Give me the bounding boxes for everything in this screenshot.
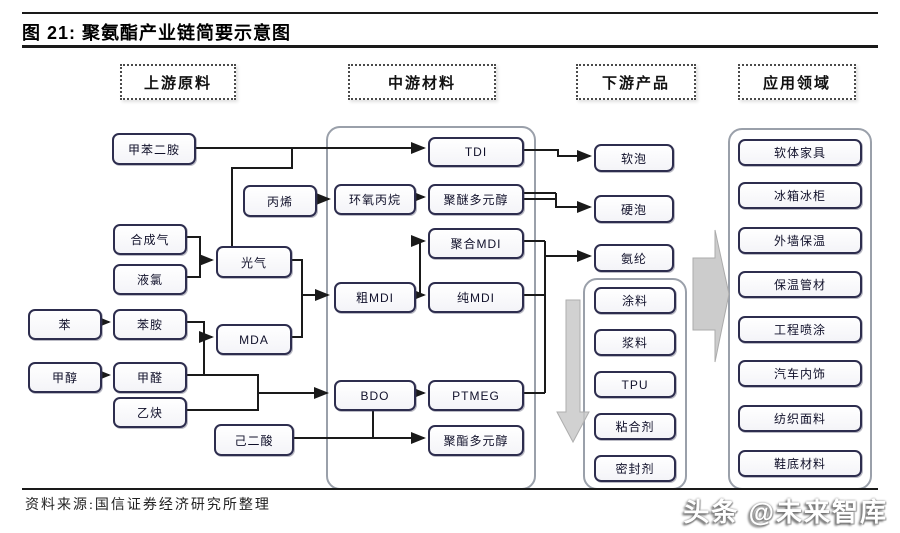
node-shoe-sole: 鞋底材料 xyxy=(738,450,862,477)
node-ptmeg: PTMEG xyxy=(428,380,524,411)
node-formaldehyde: 甲醛 xyxy=(113,362,187,393)
node-mda: MDA xyxy=(216,324,292,355)
gray-down-arrow xyxy=(556,299,590,444)
gray-right-arrow xyxy=(692,229,730,363)
node-spray-coating: 工程喷涂 xyxy=(738,316,862,343)
node-fridge-freezer: 冰箱冰柜 xyxy=(738,182,862,209)
node-tpu: TPU xyxy=(594,371,676,398)
column-header-applications: 应用领域 xyxy=(738,64,856,100)
node-polyether-polyol: 聚醚多元醇 xyxy=(428,184,524,215)
title-underline xyxy=(22,45,878,48)
column-header-downstream: 下游产品 xyxy=(576,64,696,100)
node-adipic-acid: 己二酸 xyxy=(214,424,294,456)
node-auto-interior: 汽车内饰 xyxy=(738,360,862,387)
node-coatings: 涂料 xyxy=(594,287,676,314)
node-polymeric-mdi: 聚合MDI xyxy=(428,228,524,259)
node-adhesive: 粘合剂 xyxy=(594,413,676,440)
node-spandex: 氨纶 xyxy=(594,244,674,272)
node-bdo: BDO xyxy=(334,380,416,411)
node-textile-fabric: 纺织面料 xyxy=(738,405,862,432)
column-header-upstream: 上游原料 xyxy=(120,64,236,100)
node-acetylene: 乙炔 xyxy=(113,397,187,428)
node-soft-furniture: 软体家具 xyxy=(738,139,862,166)
node-methanol: 甲醇 xyxy=(28,362,102,393)
node-toluene-diamine: 甲苯二胺 xyxy=(112,133,196,165)
node-rigid-foam: 硬泡 xyxy=(594,195,674,223)
column-header-midstream: 中游材料 xyxy=(348,64,496,100)
node-polyester-polyol: 聚酯多元醇 xyxy=(428,425,524,456)
top-rule xyxy=(22,12,878,14)
watermark: 头条 @未来智库 xyxy=(683,497,888,527)
figure-title: 图 21: 聚氨酯产业链简要示意图 xyxy=(22,23,292,43)
node-benzene: 苯 xyxy=(28,309,102,340)
node-crude-mdi: 粗MDI xyxy=(334,282,416,313)
node-phosgene: 光气 xyxy=(216,246,292,278)
node-liquid-chlorine: 液氯 xyxy=(113,264,187,295)
node-propylene-oxide: 环氧丙烷 xyxy=(334,184,416,215)
source-note: 资料来源:国信证券经济研究所整理 xyxy=(25,498,271,513)
node-syngas: 合成气 xyxy=(113,224,187,255)
node-pure-mdi: 纯MDI xyxy=(428,282,524,313)
node-aniline: 苯胺 xyxy=(113,309,187,340)
node-sealant: 密封剂 xyxy=(594,455,676,482)
node-pipe-insulation: 保温管材 xyxy=(738,271,862,298)
node-soft-foam: 软泡 xyxy=(594,144,674,172)
node-sizing: 浆料 xyxy=(594,329,676,356)
node-propylene: 丙烯 xyxy=(243,185,317,217)
node-wall-insulation: 外墙保温 xyxy=(738,227,862,254)
bottom-rule xyxy=(22,488,878,490)
node-tdi: TDI xyxy=(428,137,524,167)
